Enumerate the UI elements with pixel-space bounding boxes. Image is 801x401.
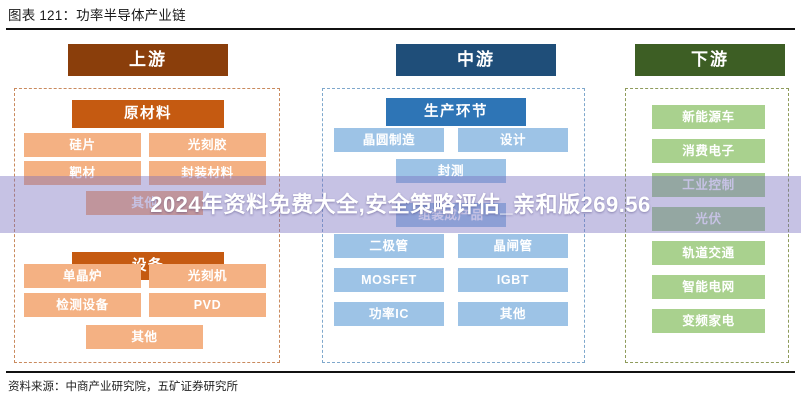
cell-upstream-equipment-other: 其他	[86, 325, 203, 349]
cell-midstream-design: 设计	[458, 128, 568, 152]
group-header-raw-materials: 原材料	[72, 100, 224, 128]
bottom-divider	[6, 371, 795, 373]
cell-upstream-target-material: 靶材	[24, 161, 141, 185]
figure-source: 资料来源：中商产业研究院，五矿证券研究所	[8, 381, 238, 393]
figure-title: 图表 121：功率半导体产业链	[8, 8, 186, 23]
cell-upstream-lithography: 光刻机	[149, 264, 266, 288]
group-header-production: 生产环节	[386, 98, 526, 126]
cell-downstream-inverter-appliance: 变频家电	[652, 309, 765, 333]
cell-midstream-other: 其他	[458, 302, 568, 326]
watermark-band	[0, 176, 801, 233]
cell-midstream-diode: 二极管	[334, 234, 444, 258]
cell-upstream-silicon-wafer: 硅片	[24, 133, 141, 157]
cell-midstream-power-ic: 功率IC	[334, 302, 444, 326]
cell-midstream-igbt: IGBT	[458, 268, 568, 292]
cell-midstream-mosfet: MOSFET	[334, 268, 444, 292]
cell-downstream-industrial-control: 工业控制	[652, 173, 765, 197]
cell-midstream-wafer-fab: 晶圆制造	[334, 128, 444, 152]
cell-downstream-smart-grid: 智能电网	[652, 275, 765, 299]
cell-upstream-test-equipment: 检测设备	[24, 293, 141, 317]
cell-downstream-rail-transit: 轨道交通	[652, 241, 765, 265]
cell-upstream-crystal-furnace: 单晶炉	[24, 264, 141, 288]
cell-midstream-packaging-test: 封测	[396, 159, 506, 183]
cell-midstream-thyristor: 晶闸管	[458, 234, 568, 258]
cell-downstream-consumer-electronics: 消费电子	[652, 139, 765, 163]
column-header-downstream: 下游	[635, 44, 785, 76]
top-divider	[6, 28, 795, 30]
watermark-text: 2024年资料免费大全,安全策略评估_亲和版269.56	[150, 192, 651, 217]
column-header-midstream: 中游	[396, 44, 556, 76]
cell-downstream-nev: 新能源车	[652, 105, 765, 129]
cell-downstream-photovoltaic: 光伏	[652, 207, 765, 231]
cell-upstream-packaging-material: 封装材料	[149, 161, 266, 185]
cell-upstream-raw-other: 其他	[86, 191, 203, 215]
cell-upstream-photoresist: 光刻胶	[149, 133, 266, 157]
cell-upstream-pvd: PVD	[149, 293, 266, 317]
cell-midstream-assembly: 组装成产品	[396, 203, 506, 227]
column-header-upstream: 上游	[68, 44, 228, 76]
